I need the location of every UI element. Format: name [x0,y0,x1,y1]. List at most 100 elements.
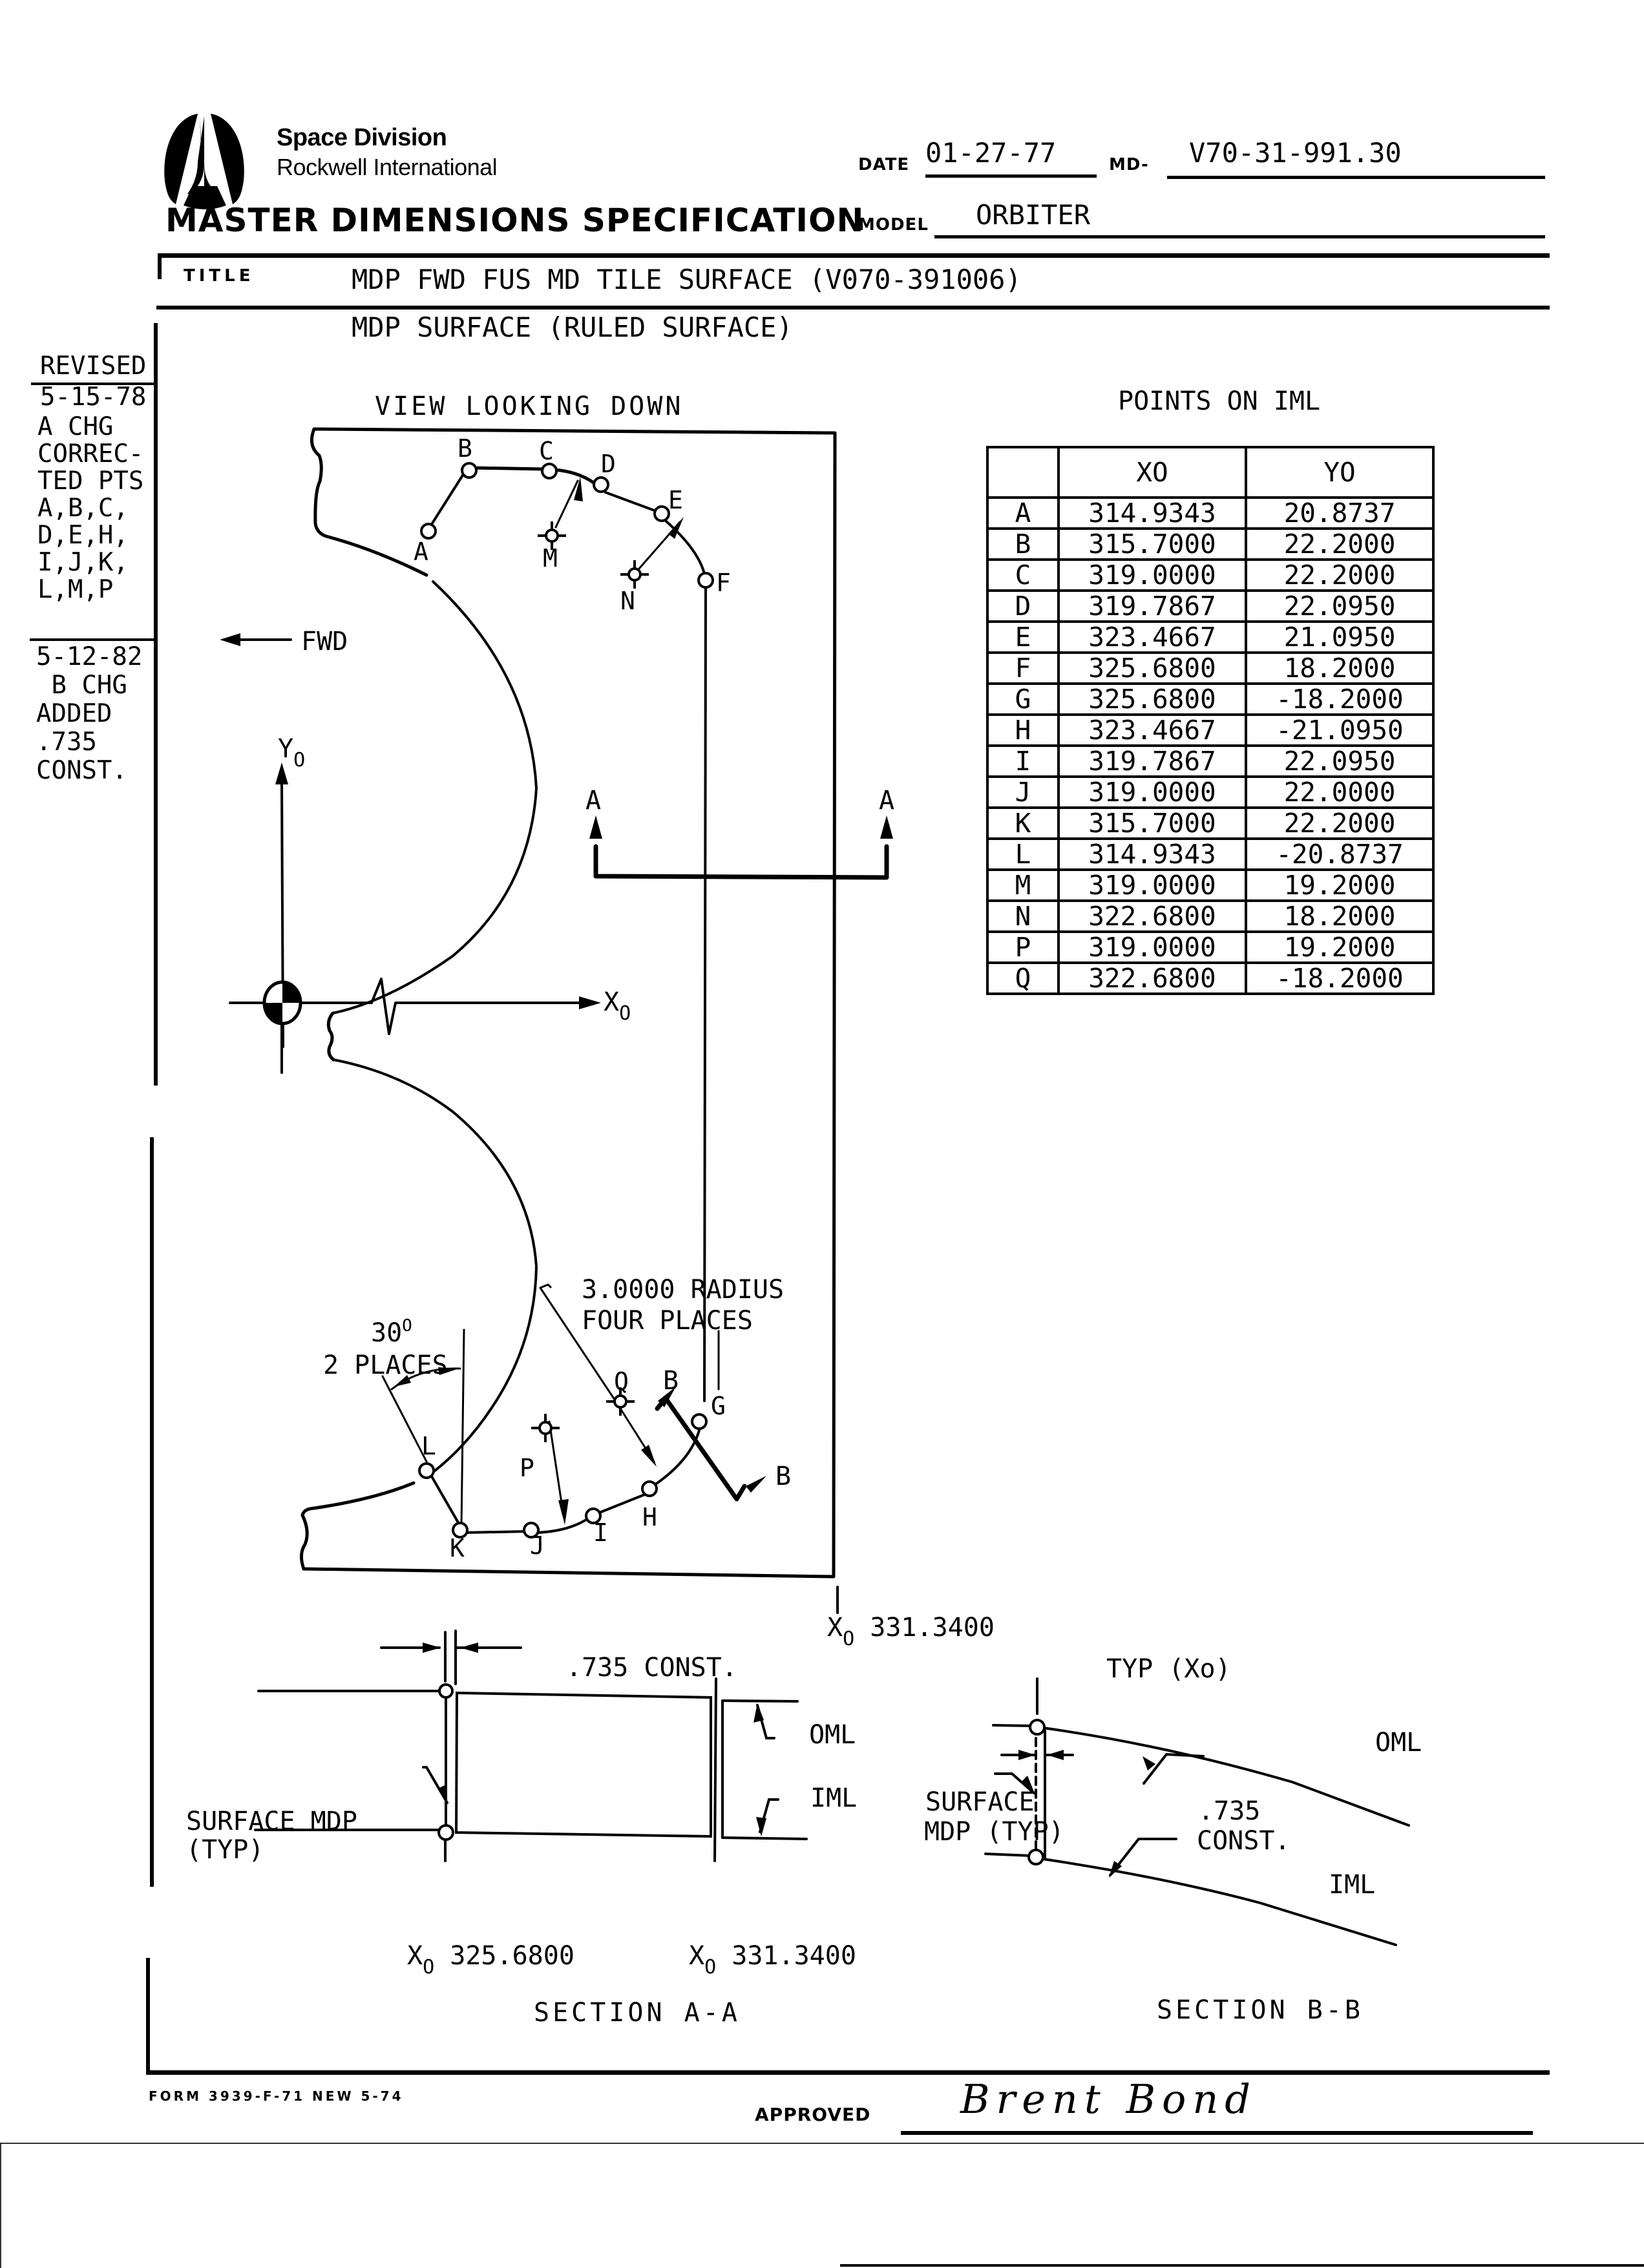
revision-1-line: TED PTS [37,467,144,496]
point-label-q: Q [614,1367,629,1396]
points-table-title: POINTS ON IML [1118,386,1321,416]
cell-point: E [986,620,1060,654]
radius-note: 3.0000 RADIUS FOUR PLACES [582,1274,784,1336]
section-bb-typ-label: TYP (Xo) [1106,1654,1231,1684]
revision-heading: REVISED [40,352,147,381]
cell-xo: 325.6800 [1057,682,1247,716]
origin-datum-icon [262,980,302,1025]
angle-note-places: 2 PLACES [323,1350,448,1380]
cell-yo: -18.2000 [1245,961,1435,995]
cell-point: F [986,651,1060,685]
revision-1-line: L,M,P [37,575,114,604]
cell-yo: 18.2000 [1245,651,1435,685]
point-g-marker [691,1413,708,1430]
cell-point: P [986,930,1060,964]
point-b-marker [461,462,478,479]
view-frame [302,427,837,1579]
cell-yo: 22.2000 [1245,806,1435,840]
cell-yo: 22.0000 [1245,775,1435,809]
cell-xo: 319.7867 [1057,744,1247,778]
title-label: TITLE [184,266,255,286]
cell-xo: 319.0000 [1057,775,1247,809]
revision-1-line: A CHG [37,412,114,441]
cell-yo: 19.2000 [1245,868,1435,902]
point-label-i: I [593,1518,608,1547]
cell-xo: 325.6800 [1057,651,1247,685]
point-label-f: F [716,569,731,597]
point-c-marker [541,463,558,479]
approval-signature: Brent Bond [960,2075,1257,2123]
section-aa-iml-point [437,1824,454,1841]
point-label-h: H [642,1503,657,1531]
page-edge-bottom [840,2264,1644,2267]
section-bb-iml-label: IML [1329,1870,1376,1900]
column-header-yo: YO [1245,446,1435,499]
cell-xo: 315.7000 [1057,806,1247,840]
cell-xo: 315.7000 [1057,527,1247,561]
break-line-top [310,427,328,538]
point-l-marker [418,1462,435,1479]
point-label-j: J [530,1531,545,1560]
cell-xo: 319.0000 [1057,558,1247,592]
cell-yo: 21.0950 [1245,620,1435,654]
cell-yo: -21.0950 [1245,713,1435,747]
point-n-center [620,560,649,589]
cell-yo: 22.2000 [1245,558,1435,592]
section-bb-iml-point [1028,1849,1044,1865]
cell-yo: 22.0950 [1245,589,1435,623]
section-bb-oml-point [1029,1719,1046,1736]
title-line-2: MDP SURFACE (RULED SURFACE) [352,311,793,343]
signature-line [901,2131,1533,2135]
revision-2-line: .735 [36,728,97,757]
section-a-label-left: A [585,786,602,815]
y-axis-label: YO [278,734,306,772]
brand-name: Space Division [277,124,447,151]
cell-xo: 323.4667 [1057,620,1247,654]
cell-point: J [986,775,1060,809]
revision-1-line: D,E,H, [37,521,129,550]
cell-xo: 322.6800 [1057,961,1247,995]
cell-yo: 20.8737 [1245,496,1435,530]
revision-2-line: CONST. [36,756,127,785]
point-a-marker [420,523,437,540]
cell-point: N [986,899,1060,933]
section-bb-surface-typ: MDP (TYP) [924,1817,1064,1847]
cell-point: D [986,589,1060,623]
cell-yo: 22.2000 [1245,527,1435,561]
section-bb-dimension-const: CONST. [1197,1826,1291,1856]
frame-left-lower [146,1958,150,2074]
cell-point: G [986,682,1060,716]
cell-xo: 322.6800 [1057,899,1247,933]
cell-xo: 319.0000 [1057,868,1247,902]
section-bb-title: SECTION B-B [1157,1995,1364,2025]
section-aa-surface-typ: (TYP) [186,1835,264,1865]
point-label-e: E [668,486,683,514]
model-value: ORBITER [976,199,1091,231]
point-label-n: N [620,587,635,615]
cell-point: C [986,558,1060,592]
date-label: DATE [858,155,910,174]
frame-bottom [146,2070,1550,2075]
x-axis-label: XO [604,987,631,1025]
revision-1-line: I,J,K, [37,548,129,577]
cell-point: M [986,868,1060,902]
approved-label: APPROVED [755,2104,871,2125]
date-value: 01-27-77 [925,137,1057,169]
angle-note-value: 30O [371,1316,412,1348]
xo-station-label: XO 331.3400 [827,1613,995,1650]
radius-note-line-2: FOUR PLACES [582,1306,753,1336]
